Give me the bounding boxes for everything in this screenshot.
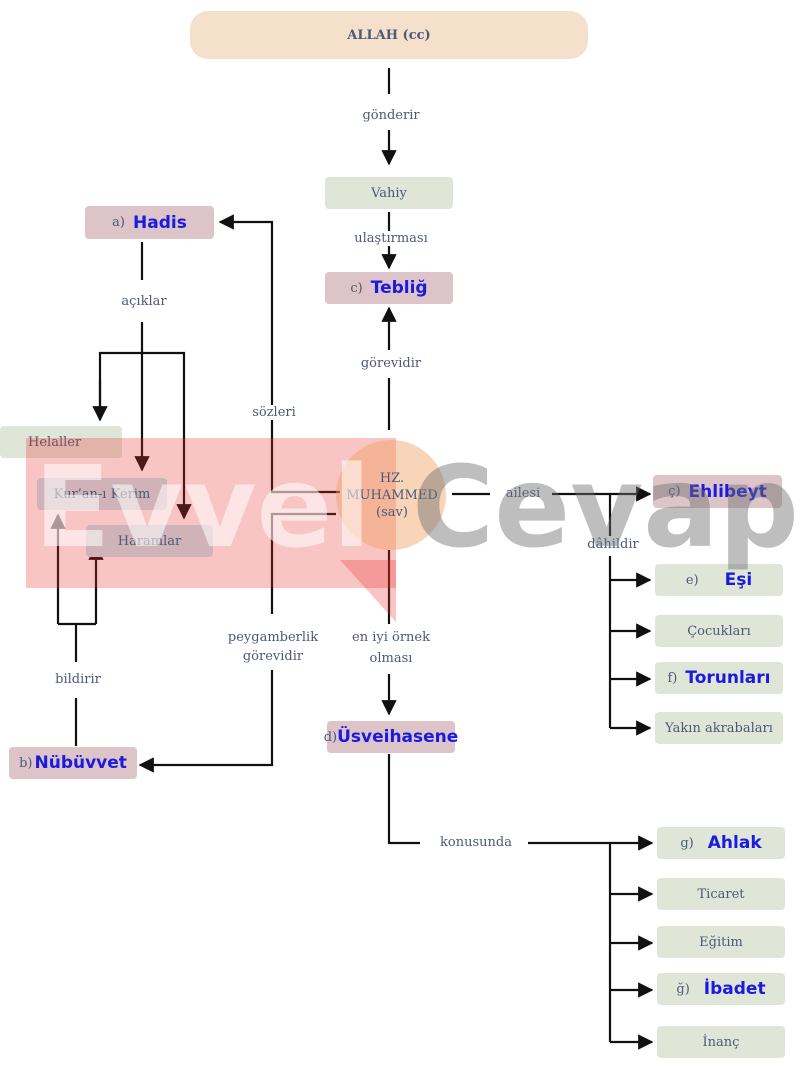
node-ibadet: ğ) İbadet xyxy=(657,973,785,1005)
node-ibadet-prefix: ğ) xyxy=(676,981,690,997)
node-hadis-prefix: a) xyxy=(112,215,125,230)
edge-label-bildirir: bildirir xyxy=(44,672,112,687)
edge-label-ailesi: ailesi xyxy=(494,486,552,501)
node-hz-muhammed: HZ. MUHAMMED (sav) xyxy=(340,440,444,550)
edge-center-nubuvvet-lower xyxy=(138,670,274,773)
edge-label-peygamberlik-2: görevidir xyxy=(228,649,318,664)
edge-label-ornek-2: olması xyxy=(356,651,426,666)
node-allah-label: ALLAH (cc) xyxy=(347,27,431,43)
node-kuran: Kur’an-ı Kerim xyxy=(37,478,167,510)
node-akrabalar-label: Yakın akrabaları xyxy=(665,720,773,736)
edge-usve-konusunda xyxy=(387,754,420,845)
edge-label-konusunda: konusunda xyxy=(424,835,528,850)
node-usve-answer: Üsveihasene xyxy=(337,727,459,747)
node-torunlari: f) Torunları xyxy=(655,662,783,694)
node-hadis-answer: Hadis xyxy=(133,212,187,233)
node-vahiy: Vahiy xyxy=(325,177,453,209)
node-teblig-prefix: c) xyxy=(350,280,363,296)
edge-label-ulastirmasi: ulaştırması xyxy=(340,231,442,246)
node-ehlibeyt-answer: Ehlibeyt xyxy=(688,481,767,502)
node-esi: e) Eşi xyxy=(655,564,783,596)
node-cocuklari-label: Çocukları xyxy=(687,623,751,639)
node-inanc-label: İnanç xyxy=(702,1034,740,1050)
node-usve-prefix: d) xyxy=(323,729,338,745)
node-egitim: Eğitim xyxy=(657,926,785,958)
center-line2: MUHAMMED xyxy=(346,487,438,503)
edge-label-ornek-1: en iyi örnek xyxy=(340,630,442,645)
node-nubuvvet: b) Nübüvvet xyxy=(9,747,137,779)
edge-label-gonderir: gönderir xyxy=(350,108,432,123)
node-ehlibeyt-prefix: ç) xyxy=(668,484,681,499)
node-ehlibeyt: ç) Ehlibeyt xyxy=(653,475,782,508)
node-akrabalar: Yakın akrabaları xyxy=(655,712,783,744)
node-haramlar-label: Haramlar xyxy=(117,533,182,549)
node-ticaret: Ticaret xyxy=(657,878,785,910)
node-ibadet-answer: İbadet xyxy=(703,979,766,999)
node-ahlak-answer: Ahlak xyxy=(707,833,762,853)
node-esi-prefix: e) xyxy=(685,572,699,588)
node-teblig-answer: Tebliğ xyxy=(370,278,428,298)
node-allah: ALLAH (cc) xyxy=(190,11,588,59)
edge-label-gorevidir: görevidir xyxy=(350,356,432,371)
node-cocuklari: Çocukları xyxy=(655,615,783,647)
node-kuran-label: Kur’an-ı Kerim xyxy=(53,486,151,502)
node-ahlak: g) Ahlak xyxy=(657,827,785,859)
node-torunlari-prefix: f) xyxy=(667,670,678,686)
node-hadis: a) Hadis xyxy=(85,206,214,239)
node-esi-answer: Eşi xyxy=(724,570,753,590)
center-line3: (sav) xyxy=(376,504,408,520)
node-ahlak-prefix: g) xyxy=(680,835,694,851)
node-torunlari-answer: Torunları xyxy=(685,668,771,688)
edge-label-aciklar: açıklar xyxy=(106,294,182,309)
node-haramlar: Haramlar xyxy=(86,525,213,557)
node-teblig: c) Tebliğ xyxy=(325,272,453,304)
node-ticaret-label: Ticaret xyxy=(697,886,745,902)
node-helaller: Helaller xyxy=(0,426,122,458)
node-nubuvvet-prefix: b) xyxy=(19,755,33,771)
node-usveihasene: d) Üsveihasene xyxy=(323,721,459,753)
center-line1: HZ. xyxy=(379,470,405,486)
edge-center-hadis xyxy=(218,214,340,494)
edge-label-dahildir: dâhildir xyxy=(578,537,648,552)
node-inanc: İnanç xyxy=(657,1026,785,1058)
edge-label-sozleri: sözleri xyxy=(244,405,304,420)
node-vahiy-label: Vahiy xyxy=(371,185,407,201)
node-egitim-label: Eğitim xyxy=(699,934,743,950)
edge-label-peygamberlik-1: peygamberlik xyxy=(218,630,328,645)
node-helaller-label: Helaller xyxy=(28,434,82,450)
edge-center-nubuvvet xyxy=(270,512,336,614)
node-nubuvvet-answer: Nübüvvet xyxy=(34,753,127,773)
